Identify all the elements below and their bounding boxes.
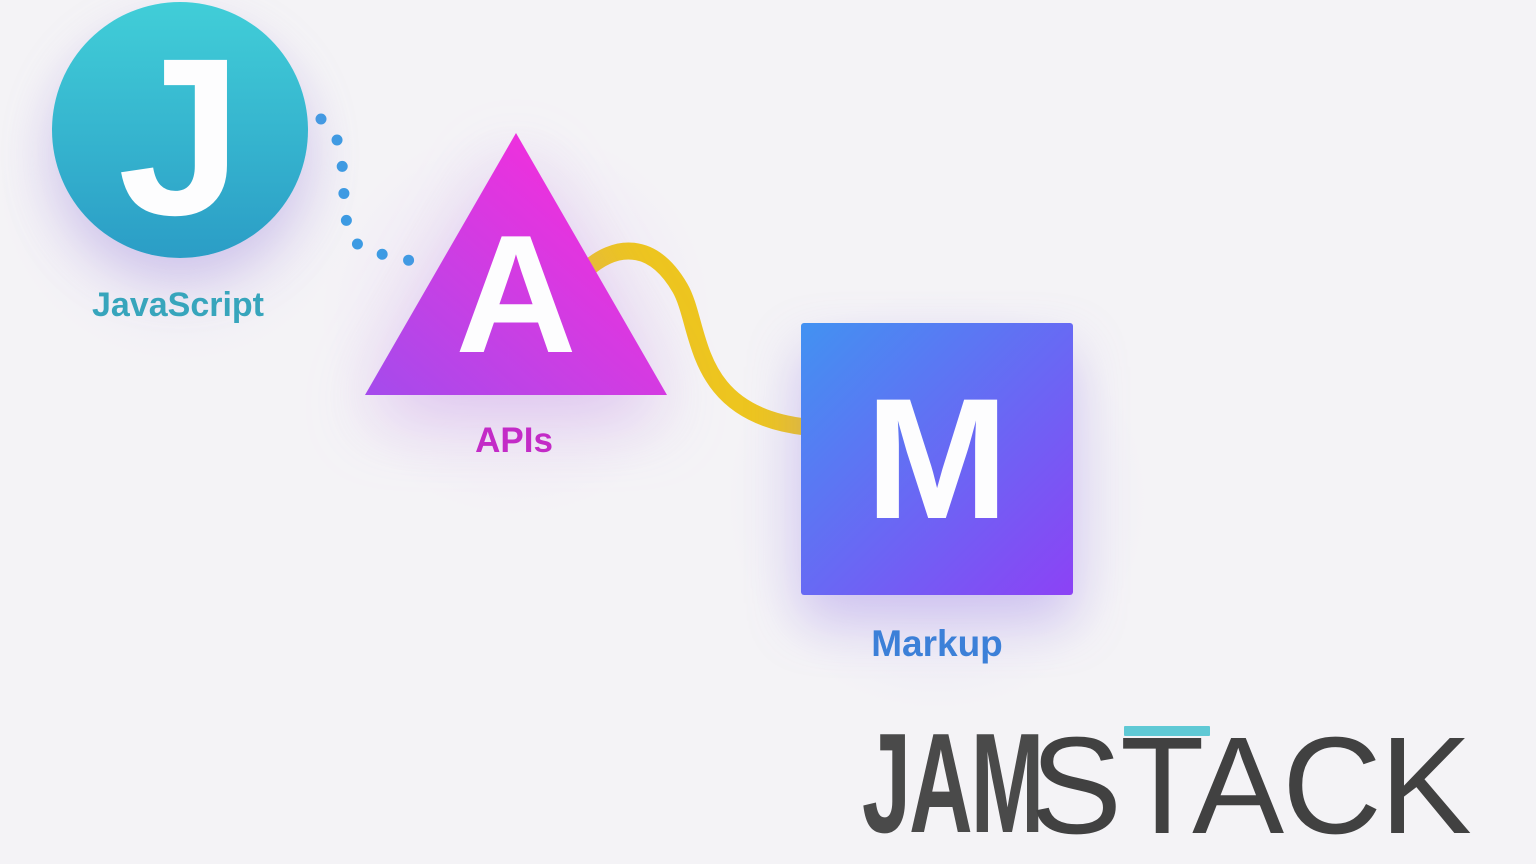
- jamstack-wordmark-light: STACK: [1030, 709, 1472, 863]
- markup-letter: M: [865, 363, 1009, 555]
- apis-triangle-icon: A: [365, 133, 667, 395]
- javascript-circle-icon: J: [52, 2, 308, 258]
- javascript-letter: J: [117, 12, 243, 262]
- apis-triangle-fill: A: [365, 133, 667, 395]
- javascript-label: JavaScript: [92, 286, 264, 324]
- apis-label: APIs: [475, 421, 553, 460]
- jamstack-wordmark-bold: JAM: [862, 704, 1044, 863]
- markup-label: Markup: [871, 623, 1003, 664]
- jamstack-t-accent-bar: [1124, 726, 1210, 736]
- jamstack-wordmark: JAM STACK: [862, 705, 1522, 856]
- markup-square-icon: M: [801, 323, 1073, 595]
- apis-letter: A: [455, 200, 577, 388]
